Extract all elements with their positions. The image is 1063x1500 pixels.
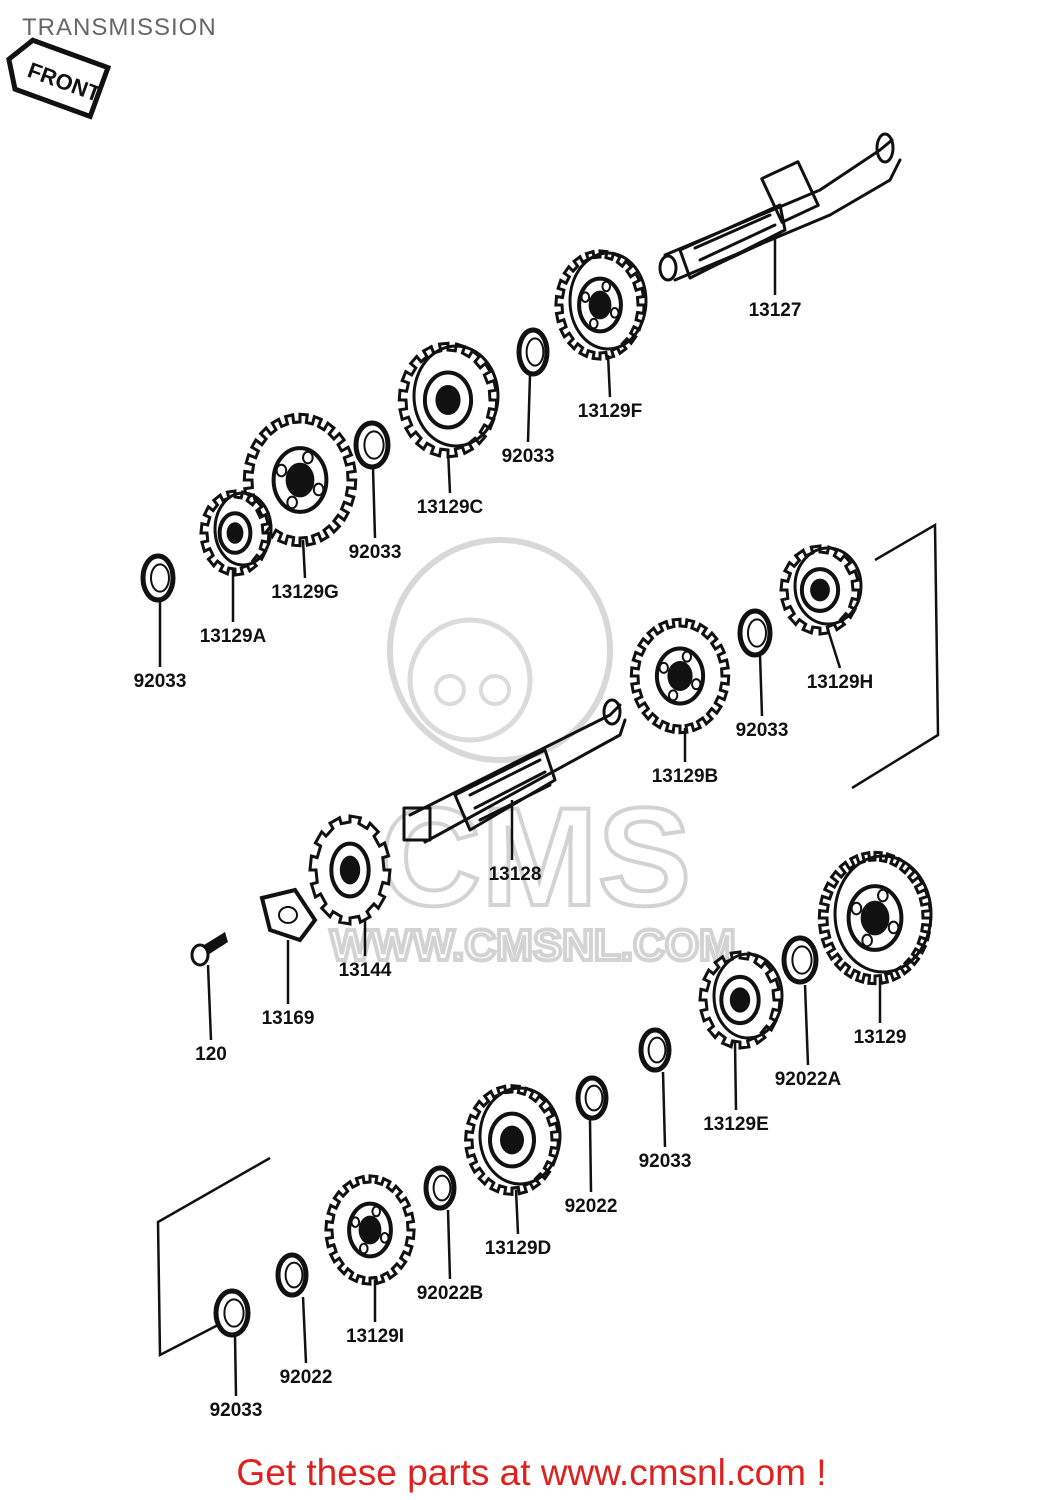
part-label-gear_i: 13129I [346, 1326, 404, 1347]
part-label-washer_3: 92033 [134, 671, 187, 692]
part-label-washer_7: 92022 [565, 1196, 618, 1217]
washer-92033-e [638, 1027, 672, 1073]
part-label-gear_f: 13129F [578, 401, 642, 422]
gear-13129E [698, 950, 784, 1050]
part-label-gear_main: 13129 [854, 1027, 907, 1048]
part-label-washer_1: 92033 [502, 446, 555, 467]
leader-line-gear_c [446, 449, 452, 494]
leader-line-washer_4 [758, 654, 764, 717]
leader-line-washer_6 [661, 1071, 667, 1148]
leader-line-gear_d [514, 1189, 520, 1235]
part-label-group: 13127 13129F 92033 13129C 92033 13129G 13129A 9… [134, 300, 907, 1421]
part-label-plate: 13169 [262, 1008, 315, 1029]
washer-92033-b [353, 420, 391, 470]
part-label-shaft_lower: 13128 [489, 864, 542, 885]
gear-13129B [629, 617, 731, 735]
group-bracket-right [851, 522, 940, 790]
bolt-120 [190, 932, 228, 967]
leader-line-gear_e [733, 1042, 738, 1111]
leader-line-bolt [206, 964, 213, 1041]
washer-92022B [423, 1165, 457, 1211]
part-label-washer_4: 92033 [736, 720, 789, 741]
leader-line-gear_f [606, 354, 612, 398]
part-label-washer_5: 92022A [775, 1069, 842, 1090]
part-label-bolt: 120 [195, 1044, 227, 1065]
washer-92033-c [140, 553, 176, 603]
gear-13129A [199, 489, 273, 577]
leader-line-washer_7 [588, 1119, 593, 1193]
gear-13129I [324, 1174, 416, 1286]
part-label-gear_a: 13129A [200, 626, 267, 647]
leader-line-washer_1 [526, 374, 532, 443]
plate-13169 [259, 887, 318, 943]
part-label-gear_h: 13129H [807, 672, 874, 693]
part-label-washer_9: 92022 [280, 1367, 333, 1388]
gear-13129G [242, 412, 358, 548]
part-label-gear_e: 13129E [703, 1114, 769, 1135]
cms-watermark: CMS WWW.CMSNL.COM [328, 537, 738, 972]
part-label-washer_10: 92033 [210, 1400, 263, 1421]
leader-line-washer_5 [803, 984, 810, 1066]
gear-13129C [397, 341, 500, 459]
diagram-title: TRANSMISSION [22, 14, 217, 41]
washer-92033-f [213, 1288, 251, 1338]
footer-link-text[interactable]: Get these parts at www.cmsnl.com ! [236, 1452, 827, 1493]
group-bracket-left [156, 1156, 271, 1358]
part-label-gear_d: 13129D [485, 1238, 552, 1259]
leader-line-gear_h [826, 629, 842, 669]
leader-line-washer_10 [233, 1335, 238, 1397]
gear-group [140, 249, 933, 1338]
washer-92022-b [275, 1252, 309, 1298]
part-label-gear_c: 13129C [417, 497, 484, 518]
leader-line-gear_g [301, 539, 307, 579]
watermark-url: WWW.CMSNL.COM [330, 921, 736, 970]
leader-line-washer_8 [446, 1209, 452, 1280]
part-label-washer_2: 92033 [349, 542, 402, 563]
washer-92033-a [516, 327, 550, 377]
footer-link[interactable]: Get these parts at www.cmsnl.com ! [0, 1452, 1063, 1494]
front-arrow-badge: FRONT [6, 37, 112, 120]
gear-13129H [779, 544, 863, 636]
output-shaft-13127 [658, 132, 902, 295]
input-shaft-13128 [402, 698, 627, 860]
washer-92033-d [737, 608, 773, 658]
gear-13129D [463, 1083, 562, 1197]
part-label-sprocket: 13144 [339, 960, 392, 981]
washer-92022-a [575, 1075, 609, 1121]
part-label-gear_g: 13129G [271, 582, 339, 603]
leader-line-washer_2 [371, 467, 377, 539]
sprocket-13144 [308, 814, 392, 926]
part-label-shaft_upper: 13127 [749, 300, 802, 321]
leader-line-washer_9 [301, 1296, 308, 1364]
gear-13129 [817, 850, 933, 986]
part-label-gear_b: 13129B [652, 766, 719, 787]
washer-92022A [781, 935, 819, 985]
gear-13129F [554, 249, 648, 361]
part-label-washer_8: 92022B [417, 1283, 484, 1304]
part-label-washer_6: 92033 [639, 1151, 692, 1172]
watermark-brand: CMS [380, 778, 691, 935]
